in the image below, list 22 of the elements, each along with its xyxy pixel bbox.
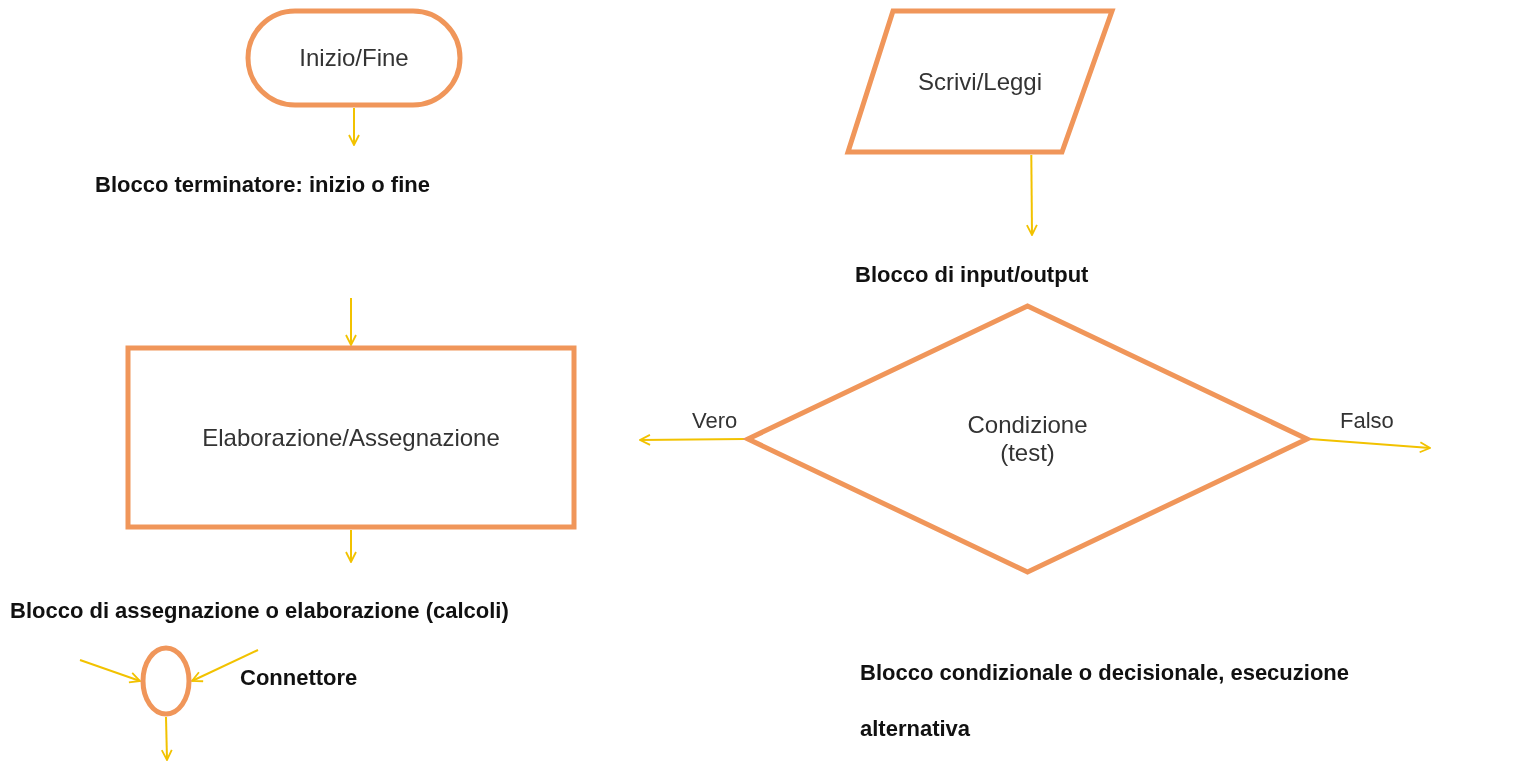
- caption-text: Blocco di input/output: [855, 262, 1090, 288]
- process-box: [125, 345, 577, 530]
- arrow: [345, 297, 357, 346]
- caption-text: Blocco di assegnazione o elaborazione (calcoli): [10, 598, 510, 624]
- arrow: [160, 716, 173, 761]
- caption-text: Blocco terminatore: inizio o fine: [95, 172, 431, 198]
- node-label: Elaborazione/Assegnazione: [202, 423, 500, 452]
- connector-circle: [140, 645, 192, 717]
- arrow: [1026, 154, 1038, 236]
- arrow: [79, 659, 141, 684]
- arrow: [1309, 438, 1431, 454]
- caption-text: Connettore: [240, 665, 359, 691]
- caption-text: Blocco condizionale o decisionale, esecuzione alternativa: [860, 659, 1351, 743]
- node-label: Scrivi/Leggi: [917, 67, 1043, 96]
- arrow: [348, 107, 360, 146]
- decision-diamond: [745, 303, 1310, 575]
- node-label: Inizio/Fine: [299, 44, 409, 72]
- arrow: [639, 434, 746, 446]
- arrow: [191, 649, 259, 683]
- node-label: Condizione (test): [966, 411, 1089, 467]
- arrow: [345, 529, 357, 563]
- input-output-node: [845, 8, 1115, 155]
